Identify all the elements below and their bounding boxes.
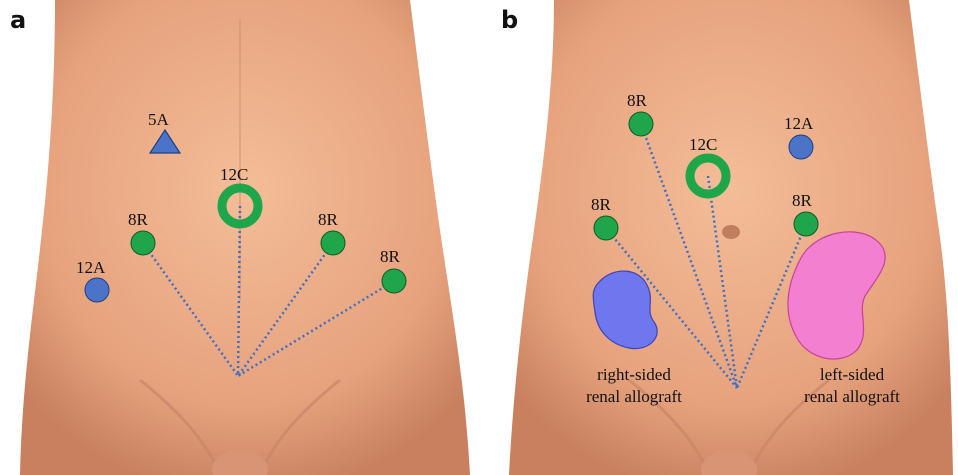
panel-letter: b	[501, 6, 518, 34]
port-label: 8R	[380, 247, 401, 266]
port-label: 8R	[318, 210, 339, 229]
right-allograft-label-line1: right-sided	[559, 364, 709, 386]
port-label: 12A	[784, 114, 814, 133]
left-allograft-label-line2: renal allograft	[777, 386, 927, 408]
navel	[722, 225, 740, 239]
right-allograft-label-line2: renal allograft	[559, 386, 709, 408]
port-label: 8R	[591, 195, 612, 214]
port-12a-dot	[85, 278, 109, 302]
panel-b: 8R 12C 12A 8R 8R b right-sided renal all…	[479, 0, 958, 475]
port-label: 12A	[76, 258, 106, 277]
torso-illustration-a: 5A 12C 8R 8R 8R 12A	[0, 0, 479, 475]
port-8r-dot	[594, 216, 618, 240]
torso-body	[20, 0, 470, 475]
port-12a-dot	[789, 135, 813, 159]
port-label: 8R	[792, 191, 813, 210]
port-8r-dot	[131, 231, 155, 255]
port-8r-dot	[382, 269, 406, 293]
left-allograft-label-line1: left-sided	[777, 364, 927, 386]
port-label: 8R	[128, 210, 149, 229]
right-allograft-label: right-sided renal allograft	[559, 364, 709, 408]
port-label: 12C	[220, 165, 248, 184]
panel-a: 5A 12C 8R 8R 8R 12A a	[0, 0, 479, 475]
port-label: 8R	[627, 91, 648, 110]
port-8r-dot	[629, 112, 653, 136]
panel-letter: a	[10, 6, 26, 34]
port-label: 12C	[689, 135, 717, 154]
left-allograft-label: left-sided renal allograft	[777, 364, 927, 408]
port-8r-dot	[794, 212, 818, 236]
port-label: 5A	[148, 110, 170, 129]
port-8r-dot	[321, 231, 345, 255]
